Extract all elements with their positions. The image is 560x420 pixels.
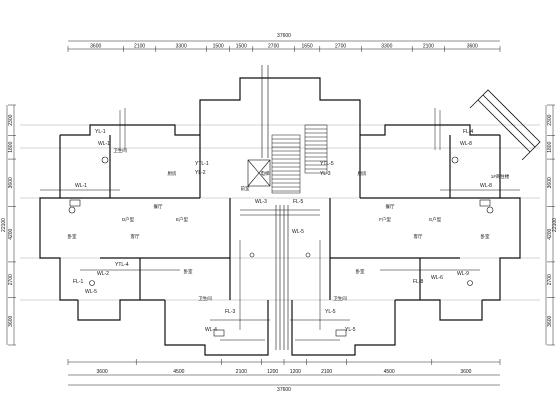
top-dimension-label: 1650	[302, 44, 313, 50]
right-dimension-label: 3600	[547, 177, 553, 188]
pipe-label: FL-8	[413, 279, 424, 285]
pipe-label: FL-3	[225, 309, 236, 315]
bottom-dimension-label: 1200	[267, 369, 278, 375]
left-dimension-label: 1800	[8, 141, 14, 152]
left-dimension-label: 3600	[8, 315, 14, 326]
pipe-label: YTL-5	[320, 161, 334, 167]
bottom-overall-dimension: 37600	[277, 387, 291, 393]
bottom-dimension-label: 4500	[173, 369, 184, 375]
bottom-dimension-chain	[67, 359, 501, 386]
pipe-label: YL-5	[345, 327, 356, 333]
bottom-dimension-label: 2100	[236, 369, 247, 375]
pipe-label: FL-1	[73, 279, 84, 285]
bottom-dimension-label: 3600	[460, 369, 471, 375]
right-dimension-label: 3600	[547, 315, 553, 326]
bottom-dimension-label: 2100	[321, 369, 332, 375]
right-dimension-label: 4200	[547, 228, 553, 239]
top-overall-dimension: 37600	[277, 33, 291, 39]
central-stair	[271, 134, 301, 194]
pipe-label: WL-8	[480, 183, 492, 189]
room-label: 前室	[241, 185, 250, 192]
pipe-label: WL-1	[98, 141, 110, 147]
room-label: 卧室	[68, 233, 77, 240]
pipe-label: WL-9	[457, 271, 469, 277]
elevator-shaft	[247, 159, 271, 187]
angled-balcony	[469, 89, 541, 161]
supply-pipes	[40, 108, 520, 341]
room-label: 餐厅	[386, 203, 395, 210]
sanitary-fixtures	[68, 156, 494, 337]
right-overall-dimension: 22100	[552, 218, 558, 232]
pipe-label: WL-6	[431, 275, 443, 281]
left-dimension-label: 2700	[8, 274, 14, 285]
top-dimension-label: 3600	[90, 44, 101, 50]
room-label: 餐厅	[154, 203, 163, 210]
top-dimension-label: 2700	[335, 44, 346, 50]
pipe-label: YTL-4	[115, 262, 129, 268]
unit-type-label: E户型	[176, 216, 189, 223]
room-label: 卫生间	[333, 295, 347, 302]
pipe-label: FL-5	[293, 199, 304, 205]
room-label: 厨房	[358, 170, 367, 177]
pipe-label: WL-4	[205, 327, 217, 333]
unit-type-label: D户型	[122, 216, 135, 223]
top-dimension-label: 2100	[134, 44, 145, 50]
pipe-label: WL-8	[460, 141, 472, 147]
pipe-label: YTL-1	[195, 161, 209, 167]
pipe-label: WL-1	[75, 183, 87, 189]
pipe-label: WL-5	[292, 229, 304, 235]
pipe-label: YL-5	[325, 309, 336, 315]
pipe-label: YL-2	[195, 170, 206, 176]
room-labels: 卫生间厨房餐厅客厅卧室卧室厨房餐厅客厅卧室卧室电梯前室卫生间卫生间1#商住楼	[68, 147, 510, 302]
left-dimension-label: 3600	[8, 177, 14, 188]
unit-type-label: G户型	[429, 216, 442, 223]
room-label: 1#商住楼	[491, 173, 510, 180]
pipe-label: WL-3	[255, 199, 267, 205]
room-label: 卫生间	[113, 147, 127, 154]
room-label: 客厅	[414, 233, 423, 240]
unit-type-labels: D户型 E户型 F户型 G户型	[122, 216, 442, 223]
pipe-label: YL-3	[320, 171, 331, 177]
room-label: 客厅	[131, 233, 140, 240]
pipe-label: WL-5	[85, 289, 97, 295]
stair-right	[304, 124, 328, 174]
room-label: 卧室	[356, 268, 365, 275]
right-dimension-label: 1800	[547, 141, 553, 152]
bottom-dimension-label: 4500	[384, 369, 395, 375]
room-label: 卧室	[184, 268, 193, 275]
left-dimension-label: 2300	[8, 114, 14, 125]
left-dimension-label: 4200	[8, 228, 14, 239]
top-dimension-label: 3600	[467, 44, 478, 50]
bottom-dimension-label: 3600	[97, 369, 108, 375]
bottom-dimension-label: 1200	[290, 369, 301, 375]
room-label: 电梯	[261, 170, 270, 177]
top-dimension-label: 1500	[213, 44, 224, 50]
building-walls	[39, 77, 521, 356]
central-riser-pipes	[240, 65, 320, 350]
top-dimension-label: 3300	[381, 44, 392, 50]
left-dimension-chain	[6, 105, 15, 345]
top-dimension-chain	[67, 40, 501, 52]
right-dimension-label: 2300	[547, 114, 553, 125]
top-dimension-label: 2700	[268, 44, 279, 50]
room-label: 卫生间	[198, 295, 212, 302]
top-dimension-label: 1500	[236, 44, 247, 50]
pipe-label: YL-1	[95, 129, 106, 135]
room-label: 卧室	[481, 233, 490, 240]
unit-type-label: F户型	[379, 216, 391, 223]
top-dimension-label: 3300	[176, 44, 187, 50]
pipe-label: WL-2	[97, 271, 109, 277]
right-dimension-chain	[545, 105, 554, 345]
right-dimension-label: 2700	[547, 274, 553, 285]
top-dimension-label: 2100	[423, 44, 434, 50]
room-label: 厨房	[168, 170, 177, 177]
pipe-label: FL-4	[463, 129, 474, 135]
left-overall-dimension: 22100	[1, 218, 7, 232]
